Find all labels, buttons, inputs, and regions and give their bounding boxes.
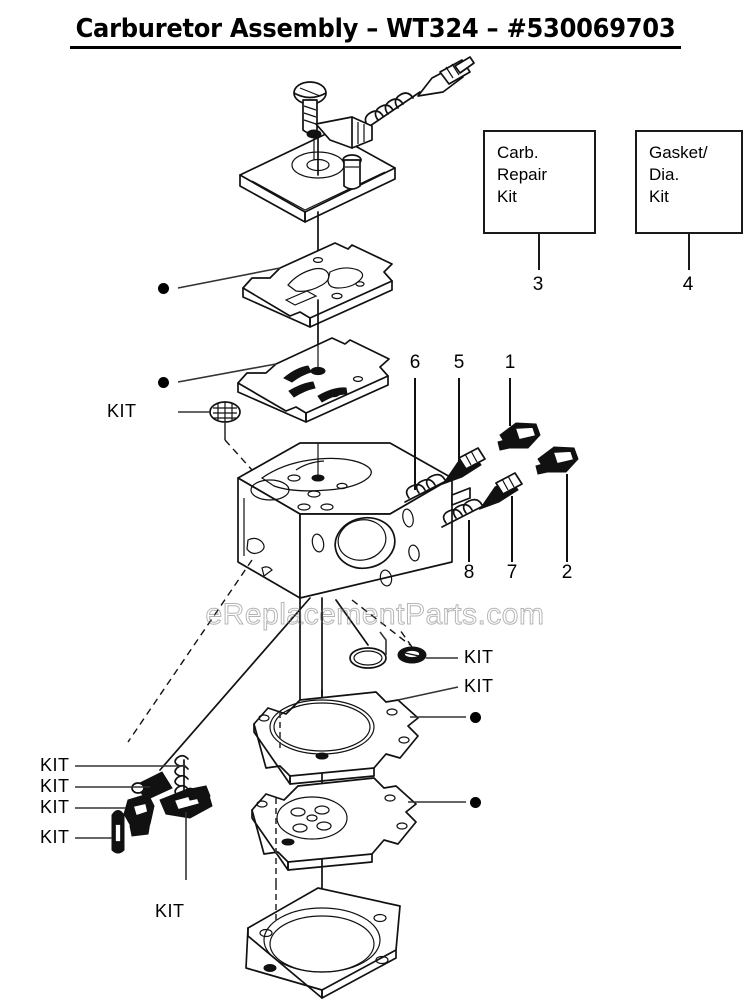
part-diaphragm-upper	[237, 337, 390, 423]
part-bottom-cover-plate	[245, 884, 401, 999]
part-cover-plate-bolt	[342, 154, 362, 190]
callout-leader-1	[509, 378, 511, 426]
callout-number-8: 8	[463, 562, 475, 583]
part-welch-plug-small	[397, 646, 427, 664]
kit-label-welch-plug-small: KIT	[464, 647, 494, 667]
callout-number-2: 2	[561, 562, 573, 583]
part-gasket-upper	[242, 242, 393, 328]
kit-box-leader-line	[688, 234, 690, 270]
kit-box-line: Repair	[497, 165, 548, 184]
callout-leader-2	[566, 474, 568, 562]
kit-box-gasket-dia[interactable]: Gasket/ Dia. Kit	[635, 130, 743, 234]
part-carburetor-body	[237, 442, 453, 599]
part-inlet-screen-filter	[209, 401, 241, 440]
part-inlet-needle	[111, 810, 125, 854]
part-needle-assembly-upper	[404, 447, 486, 503]
callout-leader-5	[458, 378, 460, 468]
kit-label-left-1: KIT	[40, 755, 70, 775]
callout-number-6: 6	[409, 352, 421, 373]
kit-label-left-2: KIT	[40, 776, 70, 796]
callout-leader-7	[511, 496, 513, 562]
gasket-bullet-marker	[158, 283, 169, 294]
kit-label-bottom-center: KIT	[155, 901, 185, 921]
kit-label-welch-plug-large: KIT	[464, 676, 494, 696]
kit-label-left-3: KIT	[40, 797, 70, 817]
part-limiter-cap-1	[497, 422, 541, 451]
callout-leader-6	[414, 378, 416, 490]
page-title: Carburetor Assembly – WT324 – #530069703	[0, 14, 750, 49]
kit-label-inlet-screen: KIT	[107, 401, 137, 421]
part-diaphragm-gasket	[253, 691, 419, 785]
part-throttle-lever	[159, 785, 213, 819]
part-fuel-inlet-nipple	[451, 487, 471, 506]
kit-box-callout-number: 3	[532, 274, 544, 295]
part-limiter-cap-2	[535, 446, 579, 475]
part-fulcrum-pin	[131, 771, 173, 801]
kit-box-line: Dia.	[649, 165, 680, 184]
gasket-bullet-marker	[470, 712, 481, 723]
kit-box-line: Gasket/	[649, 143, 708, 162]
callout-leader-8	[468, 520, 470, 562]
kit-box-line: Kit	[497, 187, 517, 206]
callout-number-1: 1	[504, 352, 516, 373]
part-metering-diaphragm	[251, 777, 417, 884]
page-title-text: Carburetor Assembly – WT324 – #530069703	[69, 14, 681, 49]
gasket-bullet-marker	[470, 797, 481, 808]
kit-label-left-4: KIT	[40, 827, 70, 847]
kit-box-callout-number: 4	[682, 274, 694, 295]
part-slotted-screw	[293, 81, 327, 134]
gasket-bullet-marker	[158, 377, 169, 388]
kit-box-line: Carb.	[497, 143, 539, 162]
part-spring-and-needle-screw	[363, 56, 475, 131]
callout-number-7: 7	[506, 562, 518, 583]
part-needle-assembly-lower	[441, 472, 523, 528]
kit-box-line: Kit	[649, 187, 669, 206]
kit-box-carb-repair[interactable]: Carb. Repair Kit	[483, 130, 596, 234]
kit-box-leader-line	[538, 234, 540, 270]
part-inlet-lever	[123, 793, 155, 837]
callout-number-5: 5	[453, 352, 465, 373]
part-welch-plug-large	[349, 647, 387, 669]
